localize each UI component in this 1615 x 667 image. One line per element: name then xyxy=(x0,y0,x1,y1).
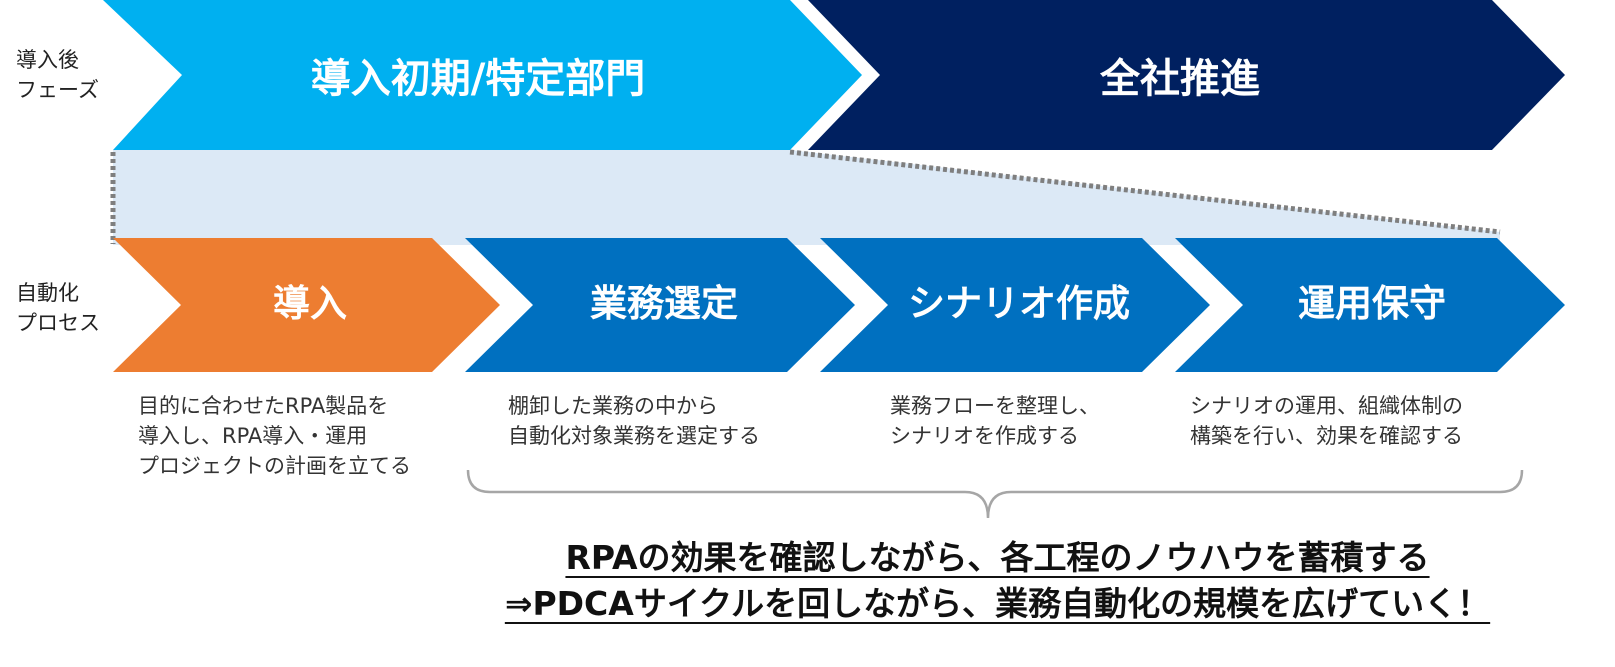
description-line: 導入し、RPA導入・運用 xyxy=(138,424,368,448)
description-line: 目的に合わせたRPA製品を xyxy=(138,394,389,418)
step-label-operation: 運用保守 xyxy=(1298,282,1446,325)
conclusion-text-1: RPAの効果を確認しながら、各工程のノウハウを蓄積する xyxy=(565,538,1430,577)
step-chevron-operation xyxy=(1175,238,1565,372)
process-row-label-line: プロセス xyxy=(16,311,100,335)
step-label-scenario-creation: シナリオ作成 xyxy=(908,282,1130,325)
phase-label-initial: 導入初期/特定部門 xyxy=(310,56,646,102)
description-line: 自動化対象業務を選定する xyxy=(508,424,760,448)
step-description-task-selection: 棚卸した業務の中から 自動化対象業務を選定する xyxy=(508,391,760,451)
phase-row-label: 導入後 フェーズ xyxy=(16,45,99,105)
description-line: 構築を行い、効果を確認する xyxy=(1190,424,1463,448)
phase-row-label-line: フェーズ xyxy=(16,78,99,102)
step-chevron-scenario-creation xyxy=(820,238,1210,372)
phase-row-label-line: 導入後 xyxy=(16,48,79,72)
description-line: 棚卸した業務の中から xyxy=(508,394,718,418)
phase-scope-band xyxy=(113,150,1500,245)
step-description-scenario-creation: 業務フローを整理し、 シナリオを作成する xyxy=(890,391,1100,451)
process-row-label-line: 自動化 xyxy=(16,281,79,305)
description-line: シナリオを作成する xyxy=(890,424,1079,448)
description-line: 業務フローを整理し、 xyxy=(890,394,1100,418)
conclusion-line-1: RPAの効果を確認しながら、各工程のノウハウを蓄積する xyxy=(0,538,1615,578)
phase-label-companywide: 全社推進 xyxy=(1100,56,1260,102)
summary-brace xyxy=(466,469,1524,519)
step-chevron-task-selection xyxy=(465,238,855,372)
conclusion-line-2: ⇒PDCAサイクルを回しながら、業務自動化の規模を広げていく！ xyxy=(0,584,1615,624)
description-line: シナリオの運用、組織体制の xyxy=(1190,394,1463,418)
conclusion-text-2: ⇒PDCAサイクルを回しながら、業務自動化の規模を広げていく！ xyxy=(504,584,1491,623)
step-chevron-introduction xyxy=(113,238,500,372)
process-row-label: 自動化 プロセス xyxy=(16,278,100,338)
step-description-operation: シナリオの運用、組織体制の 構築を行い、効果を確認する xyxy=(1190,391,1463,451)
phase-chevron-initial xyxy=(103,0,862,150)
dotted-connector-diagonal xyxy=(789,149,1501,235)
step-label-introduction: 導入 xyxy=(273,282,347,325)
step-description-introduction: 目的に合わせたRPA製品を 導入し、RPA導入・運用 プロジェクトの計画を立てる xyxy=(138,391,411,481)
description-line: プロジェクトの計画を立てる xyxy=(138,454,411,478)
phase-chevron-companywide xyxy=(808,0,1565,150)
step-label-task-selection: 業務選定 xyxy=(590,282,738,325)
